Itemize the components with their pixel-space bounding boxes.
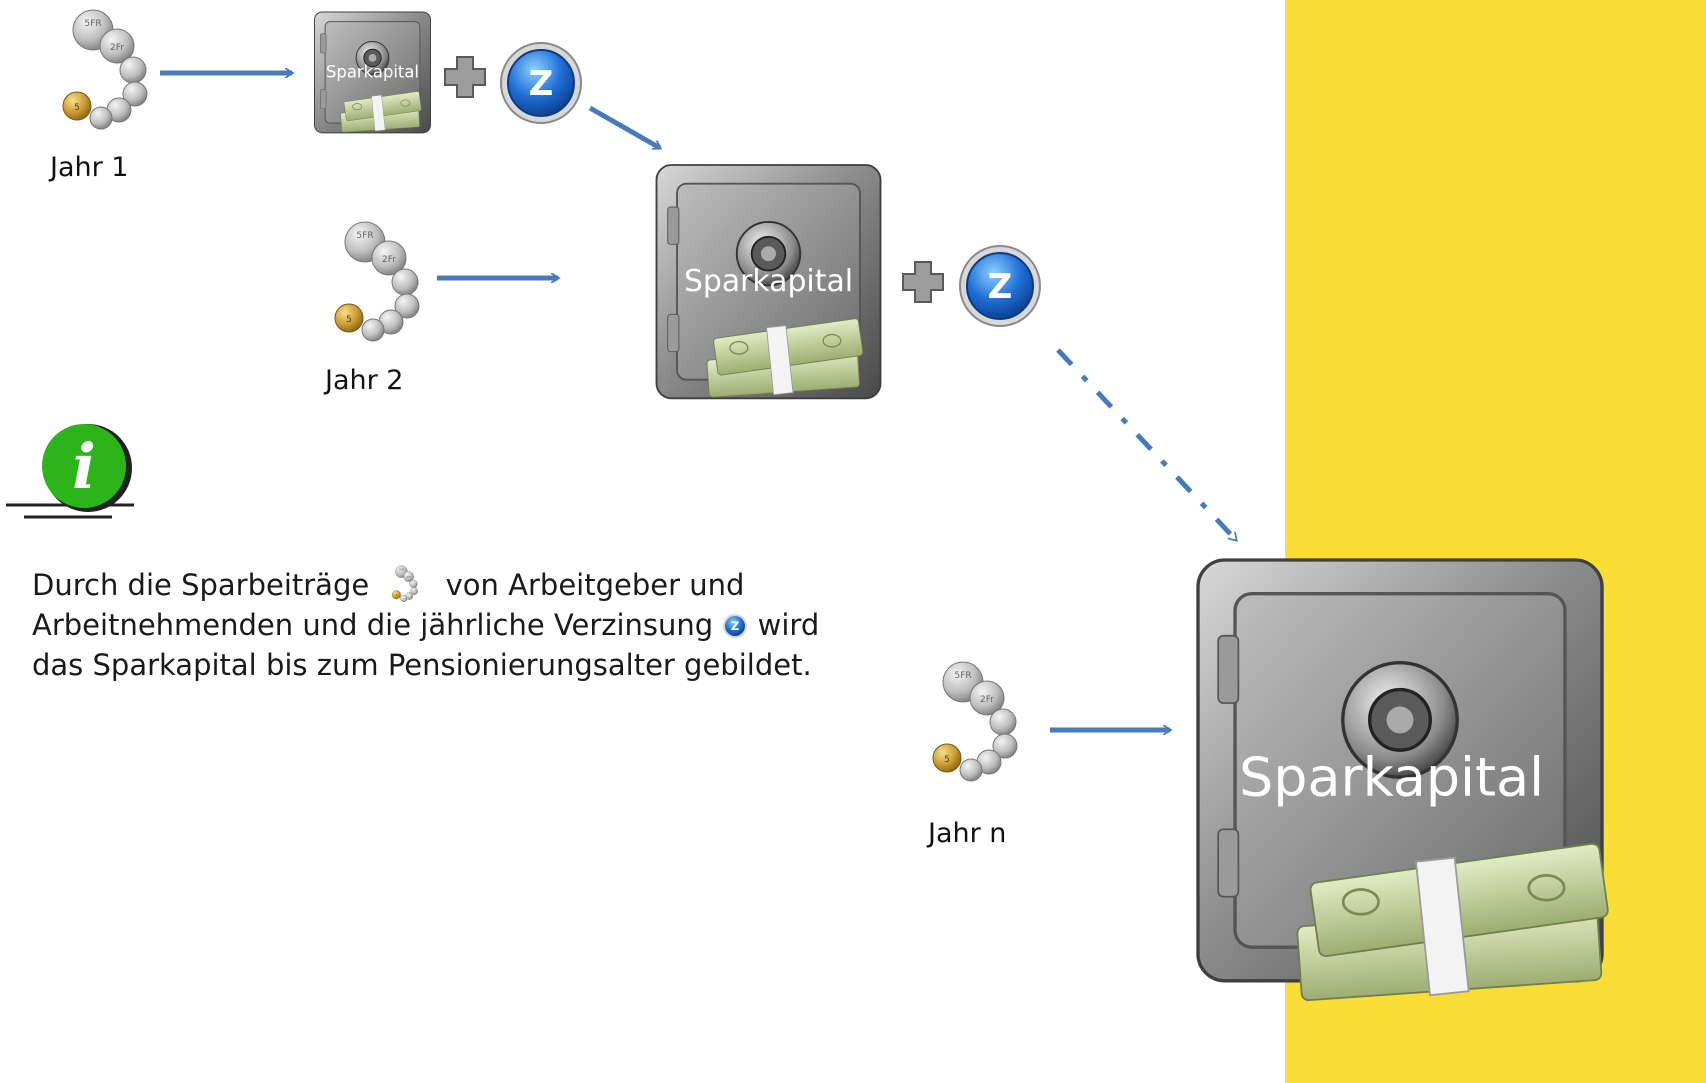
info-icon: i	[6, 424, 134, 519]
safe-label-medium: Sparkapital	[684, 264, 853, 299]
svg-text:Z: Z	[731, 619, 739, 633]
info-text-part3: wird das Sparkapital bis zum Pensionieru…	[32, 608, 820, 682]
swiss-coins-icon	[62, 9, 148, 130]
interest-z-icon: Z	[500, 42, 582, 124]
info-text-part2: von Arbeitgeber und Arbeitnehmenden und …	[32, 568, 745, 642]
interest-z-icon: Z	[959, 245, 1041, 327]
info-text-part1: Durch die Sparbeiträge	[32, 568, 370, 602]
year-label-1: Jahr 1	[50, 152, 129, 183]
year-label-n: Jahr n	[928, 818, 1007, 849]
info-paragraph: Durch die Sparbeiträge von Arbeitgeber u…	[32, 565, 822, 685]
safe-label-large: Sparkapital	[1239, 746, 1544, 809]
swiss-coins-icon	[392, 565, 419, 602]
swiss-coins-icon	[932, 661, 1018, 782]
arrow-safe1-to-safe2	[588, 105, 660, 151]
plus-icon	[444, 56, 486, 98]
safe-label-small: Sparkapital	[326, 62, 419, 81]
interest-z-icon: Z	[723, 613, 748, 639]
year-label-2: Jahr 2	[325, 365, 404, 396]
arrow-dashed-to-final-safe	[1056, 348, 1238, 540]
swiss-coins-icon	[334, 221, 420, 342]
safe-icon: Sparkapital	[314, 11, 431, 134]
safe-icon: Sparkapital	[655, 164, 882, 400]
svg-text:i: i	[72, 430, 96, 503]
z-letter: Z	[529, 64, 554, 104]
safe-icon: Sparkapital	[1196, 558, 1611, 1002]
z-letter: Z	[988, 267, 1013, 307]
plus-icon	[902, 261, 944, 303]
